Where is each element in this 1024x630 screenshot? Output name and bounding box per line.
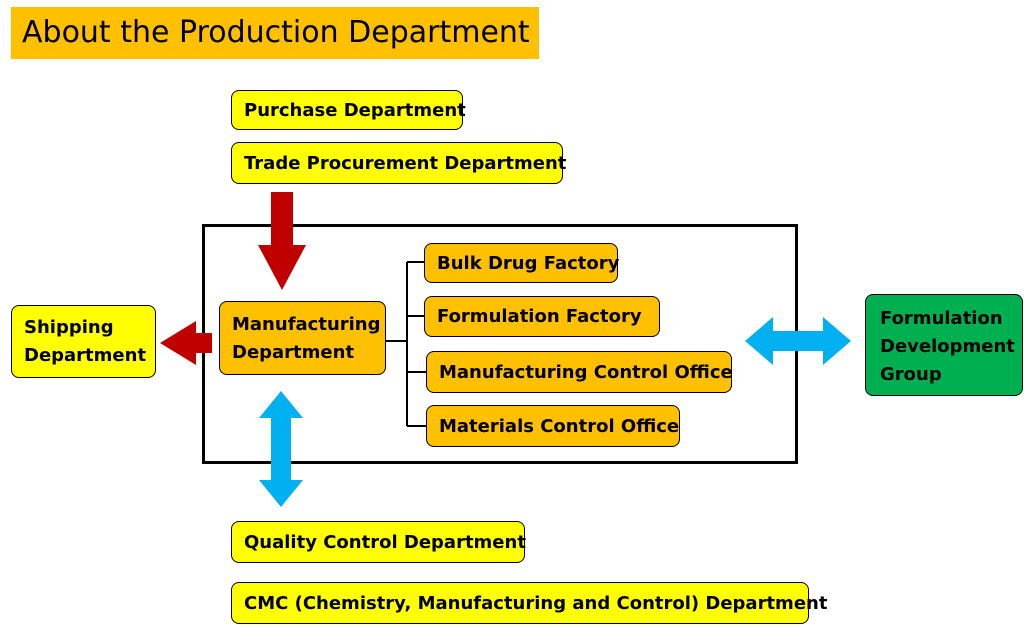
- cmc-department-label: CMC (Chemistry, Manufacturing and Contro…: [244, 592, 828, 614]
- formulation-development-group-line3: Group: [880, 364, 942, 385]
- quality-control-department-box: Quality Control Department: [231, 521, 526, 563]
- bulk-drug-factory-label: Bulk Drug Factory: [437, 252, 620, 274]
- shipping-department-line1: Shipping: [24, 317, 114, 338]
- formulation-development-group-line1: Formulation: [880, 308, 1003, 329]
- materials-control-office-label: Materials Control Office: [439, 415, 680, 437]
- materials-control-office-box: Materials Control Office: [426, 405, 680, 447]
- formulation-development-group-line2: Development: [880, 336, 1015, 357]
- red-left-arrow: [160, 321, 212, 365]
- formulation-development-group-box: Formulation Development Group: [865, 294, 1023, 396]
- trade-procurement-department-label: Trade Procurement Department: [244, 152, 567, 174]
- manufacturing-control-office-label: Manufacturing Control Office: [439, 361, 733, 383]
- quality-control-department-label: Quality Control Department: [244, 531, 526, 553]
- cmc-department-box: CMC (Chemistry, Manufacturing and Contro…: [231, 582, 827, 624]
- formulation-factory-label: Formulation Factory: [437, 306, 642, 327]
- page-title: About the Production Department: [11, 7, 539, 59]
- purchase-department-box: Purchase Department: [231, 90, 466, 130]
- shipping-department-line2: Department: [24, 345, 147, 366]
- bulk-drug-factory-box: Bulk Drug Factory: [424, 243, 620, 283]
- manufacturing-department-box: Manufacturing Department: [219, 301, 386, 375]
- manufacturing-control-office-box: Manufacturing Control Office: [426, 351, 733, 393]
- formulation-factory-box: Formulation Factory: [424, 296, 660, 337]
- blue-horizontal-double-arrow: [745, 317, 851, 365]
- trade-procurement-department-box: Trade Procurement Department: [231, 142, 567, 184]
- red-down-arrow: [258, 192, 306, 290]
- purchase-department-label: Purchase Department: [244, 99, 466, 121]
- manufacturing-department-line1: Manufacturing: [232, 314, 381, 335]
- blue-vertical-double-arrow: [259, 391, 303, 507]
- manufacturing-department-line2: Department: [232, 342, 355, 363]
- shipping-department-box: Shipping Department: [11, 305, 156, 378]
